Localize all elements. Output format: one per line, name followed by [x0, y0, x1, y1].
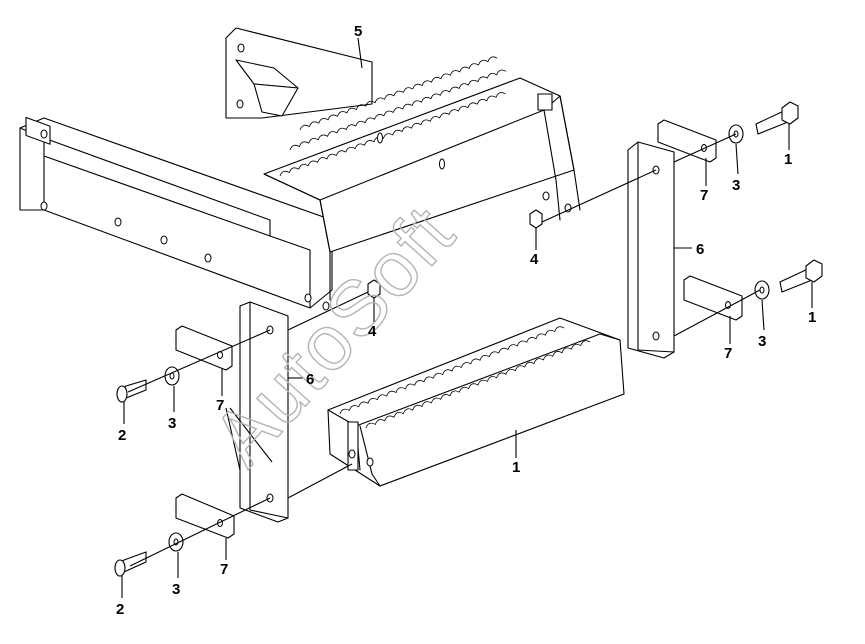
left-arm-flange [43, 137, 271, 237]
callout-4: 4 [530, 251, 539, 268]
callout-2: 2 [116, 601, 124, 618]
upper-step-side [319, 199, 331, 253]
hole [40, 201, 48, 211]
hole [204, 253, 212, 263]
callout-6: 6 [696, 241, 704, 258]
callout-1: 1 [808, 309, 816, 326]
clamp-plates [175, 119, 743, 539]
hole [652, 331, 660, 341]
upper-step-right-leg [559, 95, 581, 211]
upper-step-inner-leg [543, 109, 561, 221]
tread-serration [289, 69, 507, 151]
lower-step [327, 317, 625, 487]
upper-step-tab [537, 93, 553, 111]
callout-5: 5 [354, 23, 362, 40]
bolt-long [779, 259, 823, 293]
leader-lines [121, 37, 813, 598]
washer-hole [759, 286, 765, 294]
plate-edge [637, 141, 675, 353]
callout-2: 2 [118, 427, 126, 444]
hole [304, 293, 312, 303]
assembly-axes [127, 133, 761, 567]
tread-serration [299, 56, 498, 131]
nut [367, 279, 381, 299]
lower-step-body [327, 317, 625, 487]
step-bracket [19, 27, 581, 311]
slot [439, 158, 445, 170]
callout-3: 3 [168, 415, 176, 432]
bolt-short [116, 379, 147, 403]
hole [236, 99, 244, 109]
callout-1: 1 [784, 151, 792, 168]
callouts: 5 1 1 1 3 3 3 3 7 7 7 7 6 6 4 4 2 2 [116, 23, 816, 618]
hole [366, 457, 374, 467]
callout-7: 7 [216, 397, 224, 414]
lower-step-front-edge [327, 333, 621, 427]
tread-serration [279, 92, 506, 177]
left-arm [19, 117, 333, 309]
callout-7: 7 [220, 561, 228, 578]
bolt-short [114, 551, 147, 577]
mounting-plate-left [239, 301, 289, 523]
nut [529, 209, 543, 229]
rear-gusset-lower [253, 83, 299, 117]
hole [237, 43, 245, 53]
hole [322, 301, 330, 311]
hole [348, 449, 356, 459]
plate-edge [249, 301, 289, 519]
mounting-plate-right [627, 141, 675, 359]
lower-step-inner [359, 425, 381, 487]
callout-3: 3 [732, 177, 740, 194]
callout-1: 1 [512, 459, 520, 476]
hole [160, 235, 168, 245]
bolt-long [755, 101, 799, 135]
callout-7: 7 [724, 345, 732, 362]
slot [377, 132, 383, 144]
tread-serration [365, 340, 591, 429]
left-arm-drop [269, 235, 311, 309]
callout-6: 6 [306, 371, 314, 388]
hole [114, 217, 122, 227]
lower-step-side-plate [347, 421, 359, 471]
tread-serration [339, 326, 565, 415]
clamp-plate [657, 119, 717, 163]
clamp-plate [175, 493, 235, 539]
callout-4: 4 [368, 323, 377, 340]
callout-3: 3 [172, 581, 180, 598]
clamp-plate [175, 325, 233, 371]
fasteners [114, 101, 823, 577]
hole [542, 191, 550, 201]
callout-7: 7 [700, 187, 708, 204]
clamp-plate [683, 275, 743, 321]
hole [40, 129, 48, 139]
plate-face [627, 141, 675, 359]
callout-3: 3 [758, 333, 766, 350]
